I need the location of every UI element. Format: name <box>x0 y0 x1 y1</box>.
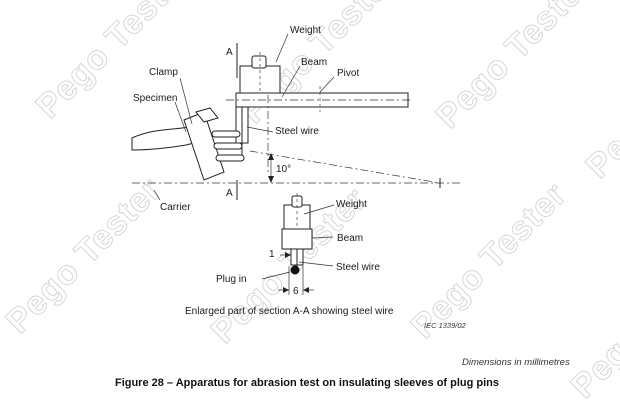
label-section-a-top: A <box>226 47 233 58</box>
leader-carrier <box>153 189 161 201</box>
label-weight: Weight <box>290 25 321 36</box>
plug-pin <box>211 130 241 138</box>
label-carrier: Carrier <box>160 202 191 213</box>
section-detail-drawing <box>261 193 335 295</box>
arrow-head <box>303 287 309 293</box>
detail-plug-pin <box>290 265 300 275</box>
weight-knob <box>251 55 267 69</box>
label-plug-in: Plug in <box>216 274 247 285</box>
arrow-head <box>268 153 274 160</box>
plug-pin <box>215 154 245 162</box>
arrow-head <box>283 287 289 293</box>
apparatus-labels: Weight A Beam Clamp Pivot Specimen Steel… <box>133 25 359 213</box>
label-clamp: Clamp <box>149 67 178 78</box>
leader-beam <box>281 65 301 98</box>
label-pivot: Pivot <box>337 68 359 79</box>
leader-detail-weight <box>303 204 335 215</box>
leader-clamp <box>179 77 193 125</box>
arrow-head <box>285 252 291 258</box>
watermark: Pego Tester <box>29 0 199 126</box>
detail-caption: Enlarged part of section A-A showing ste… <box>185 306 394 317</box>
watermark: Pego Tester <box>564 235 620 405</box>
inclined-line <box>249 150 441 184</box>
section-detail-labels: Weight Beam 1 Steel wire Plug in 6 Enlar… <box>185 199 394 317</box>
figure-reference: IEC 1339/02 <box>424 321 467 330</box>
leader-detail-steel-wire <box>298 261 334 267</box>
clamp <box>183 111 225 181</box>
label-detail-beam: Beam <box>337 233 363 244</box>
plug-pin <box>213 142 243 150</box>
leader-steel-wire <box>246 126 274 133</box>
leader-specimen <box>174 101 187 133</box>
label-beam: Beam <box>301 57 327 68</box>
apparatus-drawing <box>131 33 460 201</box>
clamp-jaw <box>195 107 219 123</box>
label-section-a-bottom: A <box>226 188 233 199</box>
leader-plug-in <box>261 271 291 280</box>
detail-beam <box>281 228 313 250</box>
label-specimen: Specimen <box>133 93 177 104</box>
watermark: Pego Tester <box>579 15 620 185</box>
watermark: Pego Tester <box>429 0 599 136</box>
units-note: Dimensions in millimetres <box>462 357 570 368</box>
arrow-head <box>268 176 274 183</box>
watermark: Pego Tester <box>0 170 169 340</box>
label-detail-steel-wire: Steel wire <box>336 262 380 273</box>
leader-detail-beam <box>311 236 334 239</box>
leader-weight <box>275 33 289 63</box>
leader-pivot <box>319 76 335 93</box>
label-dimension-6: 6 <box>293 286 299 297</box>
figure-caption: Figure 28 – Apparatus for abrasion test … <box>115 377 499 389</box>
label-angle: 10° <box>276 164 291 175</box>
label-dimension-1: 1 <box>269 249 275 260</box>
label-steel-wire: Steel wire <box>275 126 319 137</box>
label-detail-weight: Weight <box>336 199 367 210</box>
